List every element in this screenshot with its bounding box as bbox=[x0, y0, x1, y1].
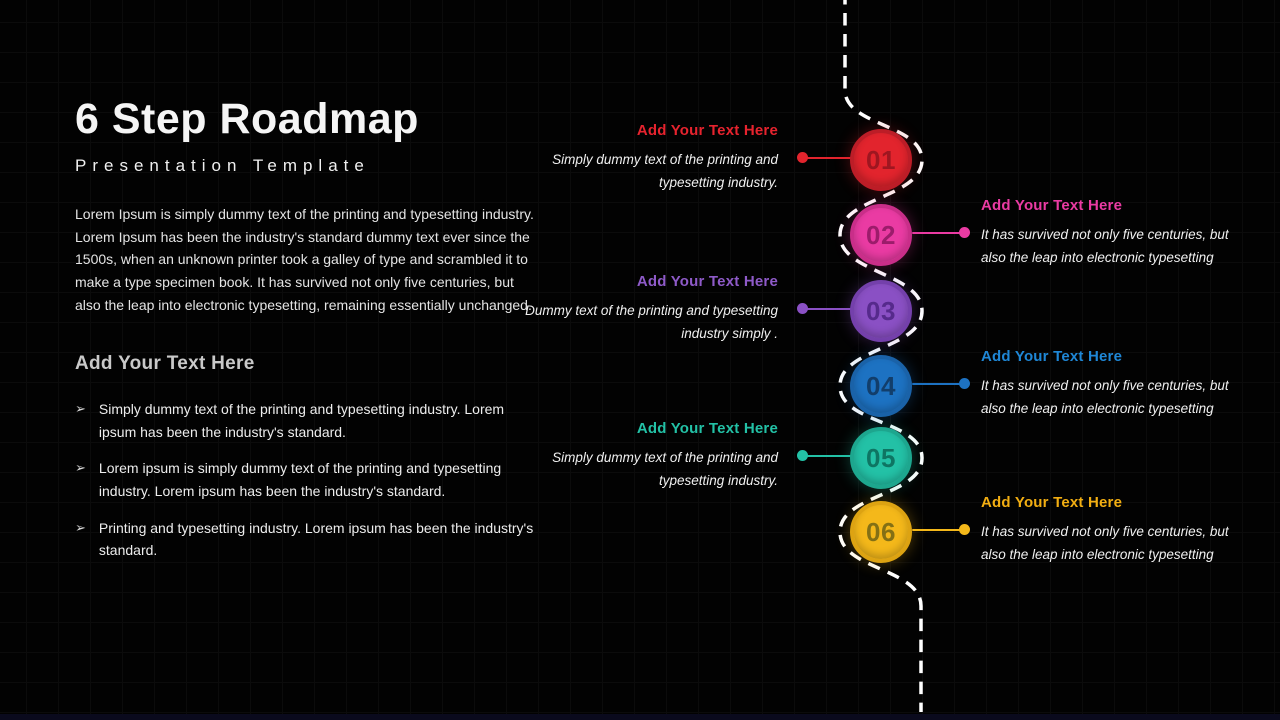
connector-dot bbox=[797, 303, 808, 314]
step-description: It has survived not only five centuries,… bbox=[981, 227, 1229, 265]
step-heading: Add Your Text Here bbox=[981, 197, 1123, 214]
bullet-arrow-icon: ➢ bbox=[75, 460, 86, 476]
step-heading: Add Your Text Here bbox=[636, 273, 778, 290]
bullet-item: ➢ Simply dummy text of the printing and t… bbox=[75, 398, 537, 443]
bullet-text: Printing and typesetting industry. Lorem… bbox=[98, 519, 534, 559]
bullet-arrow-icon: ➢ bbox=[75, 519, 86, 535]
step-description: Simply dummy text of the printing and ty… bbox=[552, 152, 778, 190]
left-text-panel: 6 Step Roadmap Presentation Template Lor… bbox=[75, 95, 537, 576]
step-number: 04 bbox=[866, 370, 896, 401]
connector-dot bbox=[959, 378, 970, 389]
step-number: 03 bbox=[866, 295, 896, 326]
bullet-text: Simply dummy text of the printing and ty… bbox=[98, 401, 505, 440]
bullet-item: ➢ Lorem ipsum is simply dummy text of the… bbox=[75, 457, 537, 502]
step-01-circle: 01 bbox=[850, 129, 912, 191]
step-03-circle: 03 bbox=[850, 280, 912, 342]
connector-dot bbox=[959, 524, 970, 535]
step-heading: Add Your Text Here bbox=[636, 122, 778, 139]
step-number: 05 bbox=[866, 442, 896, 473]
step-04-textblock: Add Your Text Here It has survived not on… bbox=[981, 348, 1253, 420]
connector-line bbox=[802, 308, 852, 310]
step-description: It has survived not only five centuries,… bbox=[981, 378, 1229, 416]
step-heading: Add Your Text Here bbox=[981, 348, 1123, 365]
section-heading: Add Your Text Here bbox=[75, 353, 255, 375]
step-heading: Add Your Text Here bbox=[636, 420, 778, 437]
step-description: It has survived not only five centuries,… bbox=[981, 524, 1229, 562]
connector-dot bbox=[797, 450, 808, 461]
connector-line bbox=[802, 455, 852, 457]
step-02-circle: 02 bbox=[850, 204, 912, 266]
bottom-accent-strip bbox=[0, 714, 1280, 720]
connector-dot bbox=[797, 152, 808, 163]
connector-line bbox=[802, 157, 852, 159]
step-05-circle: 05 bbox=[850, 427, 912, 489]
step-number: 01 bbox=[866, 144, 896, 175]
intro-paragraph: Lorem Ipsum is simply dummy text of the … bbox=[75, 206, 534, 313]
step-description: Dummy text of the printing and typesetti… bbox=[525, 303, 778, 341]
connector-line bbox=[912, 529, 964, 531]
step-number: 06 bbox=[866, 516, 896, 547]
slide-title: 6 Step Roadmap bbox=[75, 95, 419, 143]
connector-dot bbox=[959, 227, 970, 238]
bullet-text: Lorem ipsum is simply dummy text of the … bbox=[98, 460, 502, 499]
step-description: Simply dummy text of the printing and ty… bbox=[552, 450, 778, 488]
bullet-item: ➢ Printing and typesetting industry. Lore… bbox=[75, 517, 537, 562]
step-heading: Add Your Text Here bbox=[981, 494, 1123, 511]
connector-line bbox=[912, 383, 964, 385]
step-04-circle: 04 bbox=[850, 355, 912, 417]
bullet-list: ➢ Simply dummy text of the printing and t… bbox=[75, 398, 537, 562]
step-02-textblock: Add Your Text Here It has survived not on… bbox=[981, 197, 1253, 269]
bullet-arrow-icon: ➢ bbox=[75, 401, 86, 417]
step-number: 02 bbox=[866, 219, 896, 250]
connector-line bbox=[912, 232, 964, 234]
step-06-textblock: Add Your Text Here It has survived not on… bbox=[981, 494, 1253, 566]
step-06-circle: 06 bbox=[850, 501, 912, 563]
slide-subtitle: Presentation Template bbox=[75, 156, 370, 176]
